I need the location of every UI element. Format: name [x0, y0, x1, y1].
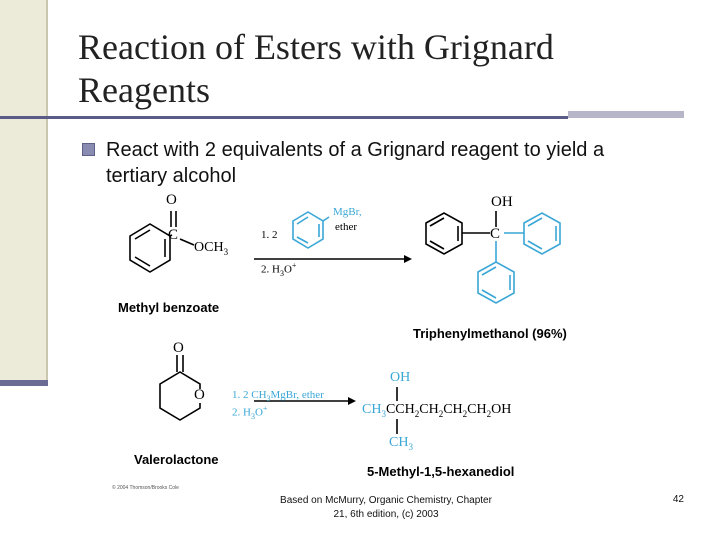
copyright-label: © 2004 Thomson/Brooks Cole — [112, 485, 179, 491]
left-decor-edge — [46, 0, 48, 382]
ester-c-o-bond — [179, 238, 195, 246]
hexanediol-name: 5-Methyl-1,5-hexanediol — [367, 464, 515, 479]
lactone-carbonyl-o-label: O — [173, 340, 184, 356]
reaction1-step1: 1. 2 — [261, 229, 278, 241]
product-phenyl-right-ring — [523, 212, 561, 255]
footer-line-2: 21, 6th edition, (c) 2003 — [333, 509, 439, 520]
diol-chain-label: CH3CCH2CH2CH2CH2OH — [362, 402, 512, 419]
page-number: 42 — [672, 494, 684, 505]
diol-oh-label: OH — [390, 370, 411, 385]
reaction-figure: O C OCH3 Methyl benzoate 1. 2 MgBr, ethe… — [108, 189, 582, 494]
title-rule-light — [568, 111, 684, 118]
valerolactone-name: Valerolactone — [134, 452, 219, 467]
ester-carbonyl-o-label: O — [166, 192, 177, 208]
lactone-ring-o-label: O — [194, 387, 205, 403]
title-rule-dark — [0, 116, 568, 119]
methoxy-label: OCH3 — [194, 240, 229, 257]
square-bullet-icon — [82, 143, 95, 156]
footer-source: Based on McMurry, Organic Chemistry, Cha… — [268, 494, 504, 522]
bullet-text: React with 2 equivalents of a Grignard r… — [106, 139, 605, 187]
ester-carbon-label: C — [168, 227, 179, 243]
benzoate-benzene-ring — [129, 223, 171, 273]
reaction2-step1: 1. 2 CH3MgBr, ether — [232, 389, 324, 404]
left-decor-foot — [0, 380, 48, 386]
triphenylmethanol-name: Triphenylmethanol (96%) — [413, 326, 567, 341]
product1-carbon-label: C — [490, 226, 501, 242]
methyl-benzoate-name: Methyl benzoate — [118, 300, 220, 315]
ring-to-carbon-bond — [169, 234, 173, 237]
bullet-item: React with 2 equivalents of a Grignard r… — [82, 137, 644, 189]
product-phenyl-left-ring — [425, 212, 463, 255]
reaction2-arrowhead — [348, 397, 356, 405]
title-line-1: Reaction of Esters with Grignard — [78, 27, 554, 67]
reaction1-arrowhead — [404, 255, 412, 263]
reaction-scheme-svg — [129, 211, 561, 434]
reaction2-step2: 2. H3O+ — [232, 404, 268, 421]
diol-bottom-methyl-label: CH3 — [389, 435, 413, 452]
product-phenyl-bottom-ring — [477, 261, 515, 304]
phenyl-reagent-ring — [292, 211, 330, 249]
left-decor-bar — [0, 0, 46, 382]
slide-title: Reaction of Esters with Grignard Reagent… — [78, 26, 638, 112]
title-line-2: Reagents — [78, 70, 210, 110]
valerolactone-ring — [159, 371, 201, 421]
reaction1-step2: 2. H3O+ — [261, 261, 297, 278]
reagent-ether-label: ether — [335, 221, 357, 233]
footer-line-1: Based on McMurry, Organic Chemistry, Cha… — [280, 495, 492, 506]
product1-oh-label: OH — [491, 194, 513, 210]
reagent-mgbr-label: MgBr, — [333, 206, 362, 218]
